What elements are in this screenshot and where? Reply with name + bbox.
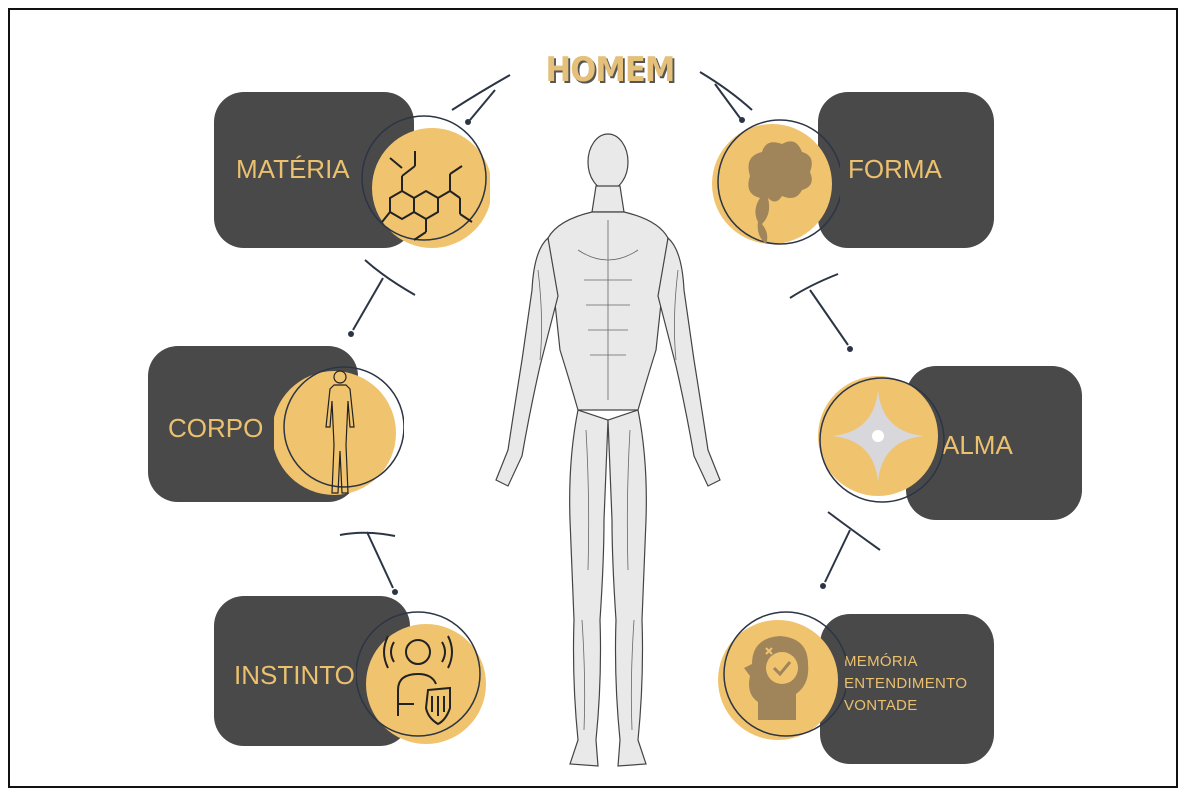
- node-label-alma: ALMA: [942, 430, 1013, 461]
- person-shield-icon: [356, 604, 486, 754]
- diagram-title: HOMEM: [538, 50, 682, 90]
- node-label-corpo: CORPO: [168, 413, 263, 444]
- node-label-forma: FORMA: [848, 154, 942, 185]
- connector-arc-materia: [452, 75, 510, 110]
- connector-stem-corpo: [353, 278, 383, 330]
- connector-arc-forma: [700, 72, 752, 110]
- connector-arc-faculdades: [828, 512, 880, 550]
- human-silhouette-icon: [274, 355, 404, 505]
- faculdade-entendimento: ENTENDIMENTO: [844, 673, 967, 695]
- diagram-frame: HOMEM MATÉRIA CORPO: [8, 8, 1178, 788]
- connector-stem-faculdades: [825, 530, 850, 582]
- node-label-faculdades: MEMÓRIA ENTENDIMENTO VONTADE: [844, 651, 967, 717]
- connector-stem-alma: [810, 290, 848, 345]
- faculdade-memoria: MEMÓRIA: [844, 651, 967, 673]
- faculdade-vontade: VONTADE: [844, 695, 967, 717]
- anatomical-figure-icon: [478, 120, 738, 788]
- sparkle-star-icon: [816, 362, 946, 512]
- molecule-icon: [360, 106, 490, 266]
- node-label-materia: MATÉRIA: [236, 154, 350, 185]
- connector-stem-instinto: [367, 532, 393, 588]
- node-label-instinto: INSTINTO: [234, 660, 355, 691]
